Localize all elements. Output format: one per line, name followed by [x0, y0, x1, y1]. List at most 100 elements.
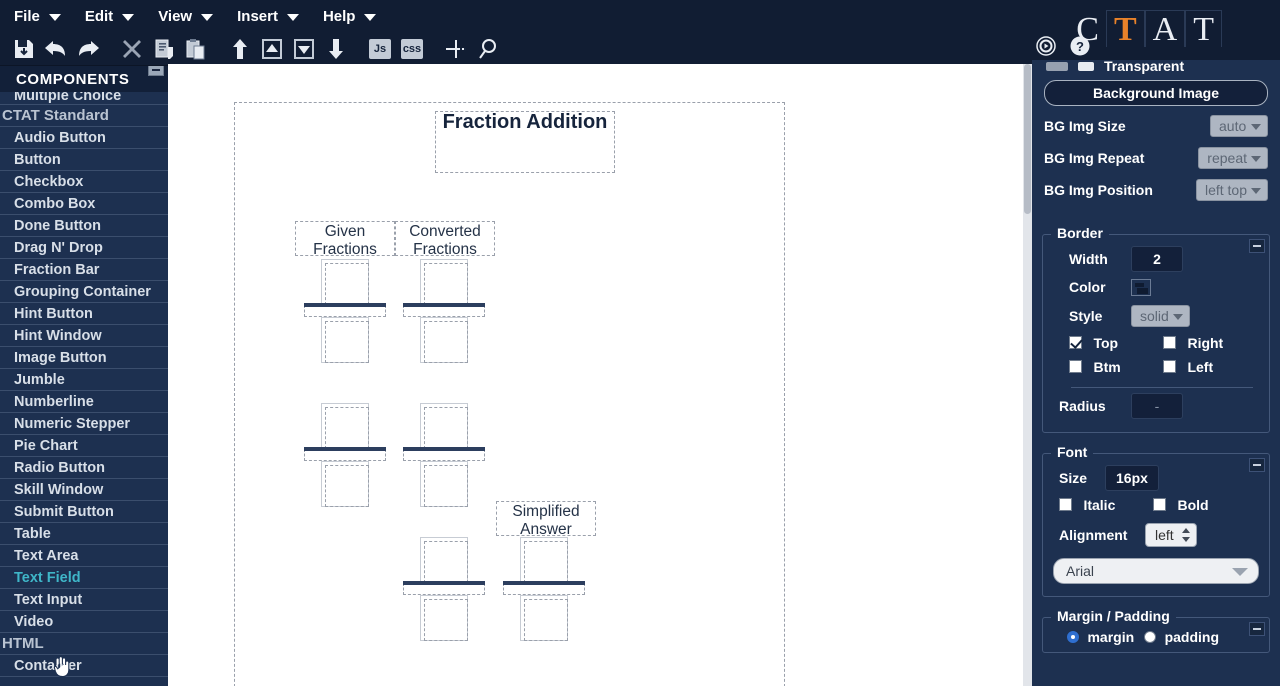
menu-help[interactable]: Help [311, 0, 389, 32]
send-backward-icon[interactable] [290, 35, 318, 63]
sidebar-item-skill-window[interactable]: Skill Window [0, 479, 168, 501]
header-box-given[interactable] [295, 221, 395, 256]
fraction-cell[interactable] [403, 537, 485, 641]
transparent-row[interactable]: Transparent [1032, 60, 1280, 74]
fraction-cell[interactable] [403, 259, 485, 363]
bg-img-repeat-select[interactable]: repeat [1198, 147, 1268, 169]
help-icon[interactable]: ? [1068, 34, 1092, 58]
bold-checkbox[interactable] [1153, 498, 1166, 512]
bring-forward-icon[interactable] [258, 35, 286, 63]
menu-edit[interactable]: Edit [73, 0, 146, 32]
redo-icon[interactable] [74, 35, 102, 63]
header-box-simplified[interactable] [496, 501, 596, 536]
sidebar-item-hint-window[interactable]: Hint Window [0, 325, 168, 347]
sidebar-item-text-area[interactable]: Text Area [0, 545, 168, 567]
fraction-bar[interactable] [403, 303, 485, 317]
sidebar-item-checkbox[interactable]: Checkbox [0, 171, 168, 193]
bg-img-size-select[interactable]: auto [1210, 115, 1268, 137]
sidebar-item-text-input[interactable]: Text Input [0, 589, 168, 611]
menu-file[interactable]: File [0, 0, 73, 32]
sidebar-item-fraction-bar[interactable]: Fraction Bar [0, 259, 168, 281]
header-box-converted[interactable] [395, 221, 495, 256]
sidebar-item-text-field[interactable]: Text Field [0, 567, 168, 589]
denominator-field[interactable] [420, 461, 468, 507]
sidebar-item-pie-chart[interactable]: Pie Chart [0, 435, 168, 457]
bring-to-front-icon[interactable] [226, 35, 254, 63]
border-style-select[interactable]: solid [1131, 305, 1190, 327]
numerator-field[interactable] [420, 259, 468, 305]
font-size-input[interactable]: 16px [1105, 465, 1159, 491]
fraction-bar[interactable] [403, 447, 485, 461]
fraction-bar[interactable] [304, 447, 386, 461]
sidebar-item-audio-button[interactable]: Audio Button [0, 127, 168, 149]
fraction-bar[interactable] [503, 581, 585, 595]
fraction-cell[interactable] [403, 403, 485, 507]
denominator-field[interactable] [520, 595, 568, 641]
bg-img-position-select[interactable]: left top [1195, 179, 1268, 201]
padding-radio[interactable] [1144, 630, 1157, 643]
record-icon[interactable] [1034, 34, 1058, 58]
italic-checkbox[interactable] [1059, 498, 1072, 512]
sidebar-item-drag-n-drop[interactable]: Drag N' Drop [0, 237, 168, 259]
color-picker-icon[interactable] [1131, 278, 1151, 296]
sidebar-item-button[interactable]: Button [0, 149, 168, 171]
title-textfield-box[interactable] [435, 111, 615, 173]
menu-view[interactable]: View [146, 0, 225, 32]
sidebar-item-video[interactable]: Video [0, 611, 168, 633]
sidebar-item-multiple-choice[interactable]: Multiple Choice [0, 92, 168, 105]
color-swatch-icon[interactable] [1046, 61, 1068, 71]
canvas-vertical-scrollbar[interactable] [1023, 64, 1032, 686]
canvas-page-container[interactable]: Fraction Addition Given Fractions Conver… [234, 102, 785, 686]
minimize-icon[interactable] [148, 66, 164, 76]
minimize-icon[interactable] [1249, 622, 1265, 636]
denominator-field[interactable] [321, 317, 369, 363]
sidebar-item-container[interactable]: Container [0, 655, 168, 677]
fraction-bar[interactable] [304, 303, 386, 317]
numerator-field[interactable] [420, 537, 468, 583]
fraction-bar[interactable] [403, 581, 485, 595]
border-width-input[interactable]: 2 [1131, 246, 1183, 272]
copy-icon[interactable] [150, 35, 178, 63]
denominator-field[interactable] [420, 595, 468, 641]
sidebar-item-table[interactable]: Table [0, 523, 168, 545]
minimize-icon[interactable] [1249, 458, 1265, 472]
numerator-field[interactable] [420, 403, 468, 449]
css-button[interactable]: css [398, 35, 426, 63]
zoom-icon[interactable] [474, 35, 502, 63]
numerator-field[interactable] [321, 403, 369, 449]
numerator-field[interactable] [520, 537, 568, 583]
fraction-cell[interactable] [304, 403, 386, 507]
border-left-checkbox[interactable] [1163, 360, 1176, 374]
paste-icon[interactable] [182, 35, 210, 63]
denominator-field[interactable] [321, 461, 369, 507]
sidebar-item-jumble[interactable]: Jumble [0, 369, 168, 391]
delete-icon[interactable] [118, 35, 146, 63]
sidebar-item-numberline[interactable]: Numberline [0, 391, 168, 413]
border-btm-checkbox[interactable] [1069, 360, 1082, 374]
transparent-checkbox[interactable] [1078, 61, 1094, 71]
background-image-button[interactable]: Background Image [1044, 80, 1268, 106]
alignment-select[interactable]: left [1145, 523, 1197, 547]
align-icon[interactable] [442, 35, 470, 63]
undo-icon[interactable] [42, 35, 70, 63]
sidebar-item-done-button[interactable]: Done Button [0, 215, 168, 237]
border-top-checkbox[interactable] [1069, 336, 1082, 350]
sidebar-item-submit-button[interactable]: Submit Button [0, 501, 168, 523]
send-to-back-icon[interactable] [322, 35, 350, 63]
sidebar-item-image-button[interactable]: Image Button [0, 347, 168, 369]
sidebar-item-hint-button[interactable]: Hint Button [0, 303, 168, 325]
menu-insert[interactable]: Insert [225, 0, 311, 32]
sidebar-item-combo-box[interactable]: Combo Box [0, 193, 168, 215]
sidebar-item-grouping-container[interactable]: Grouping Container [0, 281, 168, 303]
js-button[interactable]: Js [366, 35, 394, 63]
sidebar-item-numeric-stepper[interactable]: Numeric Stepper [0, 413, 168, 435]
sidebar-item-radio-button[interactable]: Radio Button [0, 457, 168, 479]
fraction-cell[interactable] [503, 537, 585, 641]
border-right-checkbox[interactable] [1163, 336, 1176, 350]
font-family-select[interactable]: Arial [1053, 558, 1259, 584]
design-canvas[interactable]: Fraction Addition Given Fractions Conver… [168, 64, 1024, 686]
save-icon[interactable] [10, 35, 38, 63]
numerator-field[interactable] [321, 259, 369, 305]
margin-radio[interactable] [1067, 630, 1079, 643]
border-radius-input[interactable]: - [1131, 393, 1183, 419]
